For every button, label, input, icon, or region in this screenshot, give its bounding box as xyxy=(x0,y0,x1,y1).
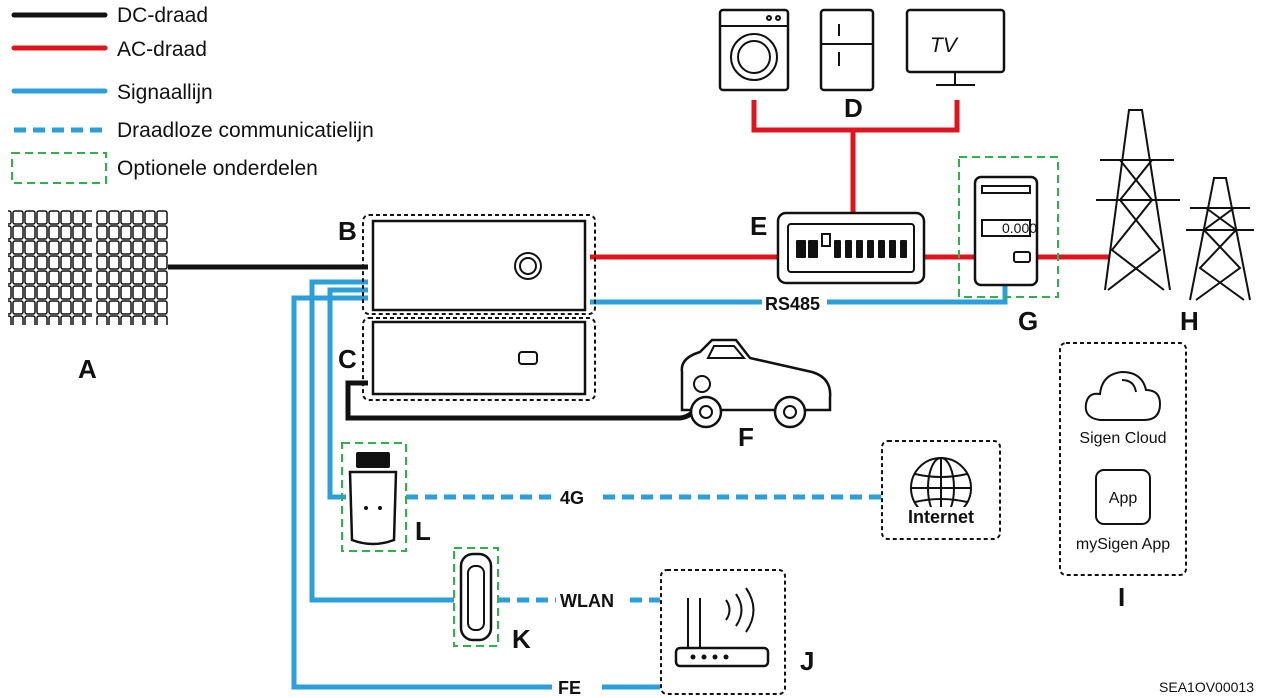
meter-optional-outline xyxy=(958,156,1059,298)
ac-wire-loads-bus xyxy=(751,100,960,133)
legend-optional-label: Optionele onderdelen xyxy=(117,157,318,180)
label-h: H xyxy=(1180,306,1199,336)
pv-panel-2 xyxy=(96,210,168,325)
figure-code: SEA1OV00013 xyxy=(1159,679,1254,695)
mysigen-app-label: mySigen App xyxy=(1076,536,1170,553)
rs485-label: RS485 xyxy=(765,294,820,314)
label-a: A xyxy=(78,354,97,384)
app-icon xyxy=(1095,469,1151,525)
grid-pylons xyxy=(1096,109,1254,301)
inverter-button-inner xyxy=(519,257,537,275)
internet-dashed-outline xyxy=(881,440,1001,540)
label-g: G xyxy=(1018,306,1038,336)
washing-machine xyxy=(718,8,790,92)
distribution-panel xyxy=(776,211,926,285)
cloud-app-dashed-outline xyxy=(1059,342,1187,576)
label-i: I xyxy=(1118,582,1125,612)
legend-optional-swatch xyxy=(11,152,107,184)
wifi-signal-icon xyxy=(725,599,731,621)
legend-ac-label: AC-draad xyxy=(117,38,207,61)
label-l: L xyxy=(415,516,431,546)
inverter-dashed-outline xyxy=(362,214,596,315)
tv-screen-text: TV xyxy=(930,34,959,57)
module-4g xyxy=(348,452,398,546)
g4-label: 4G xyxy=(560,488,584,508)
household-loads: TV xyxy=(718,8,1006,92)
smart-meter: 0.000 xyxy=(973,175,1039,287)
car-rear-wheel xyxy=(773,395,807,429)
car-front-wheel xyxy=(689,395,723,429)
pv-panels xyxy=(8,210,168,325)
legend-dc-label: DC-draad xyxy=(117,4,208,27)
signal-line-wlan-module xyxy=(309,279,454,603)
module-wlan xyxy=(459,552,493,642)
internet-label: Internet xyxy=(908,507,974,527)
refrigerator xyxy=(819,8,875,92)
inverter-unit xyxy=(371,219,587,312)
legend: DC-draad AC-draad Signaallijn Draadloze … xyxy=(11,4,374,184)
legend-signal-label: Signaallijn xyxy=(117,81,213,104)
module-4g-body xyxy=(348,470,398,546)
label-b: B xyxy=(338,216,357,246)
pv-panel-1 xyxy=(8,210,92,325)
router-dashed-outline xyxy=(660,569,786,695)
module-wlan-optional-outline xyxy=(453,547,499,647)
battery-indicator xyxy=(518,351,538,365)
label-k: K xyxy=(512,624,531,654)
battery-unit xyxy=(371,320,587,396)
label-e: E xyxy=(750,211,767,241)
app-icon-label: App xyxy=(1109,490,1138,507)
signal-line-fe-a xyxy=(291,295,552,690)
label-c: C xyxy=(338,344,357,374)
label-d: D xyxy=(844,93,863,123)
router xyxy=(674,587,770,668)
meter-body xyxy=(973,175,1039,287)
rs485-line-b xyxy=(827,285,1008,305)
inverter-button-outer xyxy=(514,252,542,280)
wlan-label: WLAN xyxy=(560,591,614,611)
electric-vehicle xyxy=(680,338,832,429)
signal-line-4g-module xyxy=(327,287,368,500)
car-charging-port xyxy=(693,375,711,393)
router-body xyxy=(674,646,770,668)
fe-label: FE xyxy=(558,678,581,698)
cloud-icon xyxy=(1084,370,1162,421)
module-4g-optional-outline xyxy=(341,442,407,552)
label-j: J xyxy=(800,646,814,676)
label-f: F xyxy=(738,422,754,452)
legend-wireless-label: Draadloze communicatielijn xyxy=(117,119,374,142)
sigen-cloud-label: Sigen Cloud xyxy=(1079,430,1166,447)
meter-reading: 0.000 xyxy=(1002,220,1037,236)
